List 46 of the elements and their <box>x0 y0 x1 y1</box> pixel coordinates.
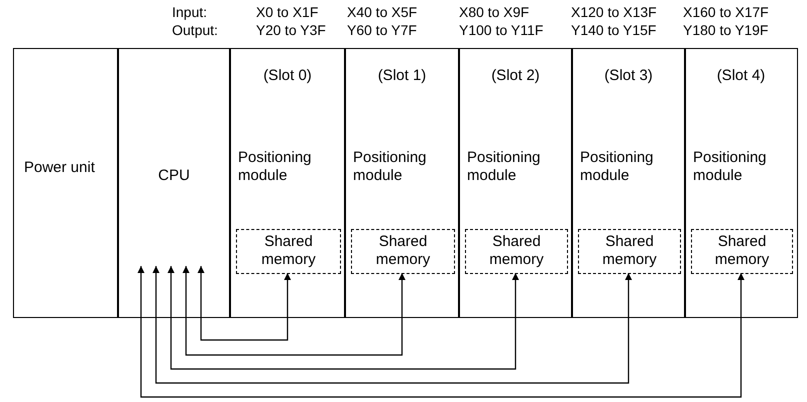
address-range-label: X160 to X17F <box>683 4 769 20</box>
memory-label: Shared memory <box>601 233 658 269</box>
address-range-label: X80 to X9F <box>459 4 530 20</box>
slot-number-label: (Slot 1) <box>376 67 428 85</box>
arrow <box>182 266 406 356</box>
module-label: Positioning module <box>693 149 768 185</box>
address-range-label: Y60 to Y7F <box>347 22 417 38</box>
arrow <box>138 266 744 398</box>
arrow <box>198 266 291 341</box>
module-label: Positioning module <box>580 149 654 185</box>
module-label: Positioning module <box>353 149 428 185</box>
module-slot-block <box>229 48 346 318</box>
arrow <box>152 266 632 384</box>
shared-memory-box <box>236 229 341 274</box>
power-unit-label: Power unit <box>24 159 96 177</box>
shared-memory-box <box>691 229 793 274</box>
address-range-label: Y180 to Y19F <box>683 22 768 38</box>
memory-label: Shared memory <box>260 233 317 269</box>
slot-number-label: (Slot 0) <box>262 67 313 85</box>
cpu-label: CPU <box>157 167 191 185</box>
address-range-label: Y140 to Y15F <box>571 22 656 38</box>
arrow <box>168 266 519 370</box>
power-unit-block <box>13 48 119 318</box>
slot-number-label: (Slot 2) <box>490 67 541 85</box>
slot-number-label: (Slot 4) <box>716 67 766 85</box>
module-slot-block <box>684 48 798 318</box>
address-range-label: X40 to X5F <box>347 4 418 20</box>
address-range-label: Y20 to Y3F <box>256 22 326 38</box>
module-label: Positioning module <box>467 149 542 185</box>
module-slot-block <box>344 48 460 318</box>
io-type-label: Output: <box>172 22 218 38</box>
shared-memory-box <box>578 229 681 274</box>
memory-label: Shared memory <box>374 233 432 269</box>
cpu-block <box>117 48 231 318</box>
address-range-label: X0 to X1F <box>256 4 318 20</box>
module-slot-block <box>571 48 686 318</box>
memory-label: Shared memory <box>488 233 545 269</box>
address-range-label: X120 to X13F <box>571 4 657 20</box>
slot-number-label: (Slot 3) <box>603 67 654 85</box>
module-slot-block <box>458 48 573 318</box>
module-label: Positioning module <box>238 149 312 185</box>
shared-memory-box <box>351 229 455 274</box>
shared-memory-box <box>465 229 568 274</box>
address-range-label: Y100 to Y11F <box>459 22 544 38</box>
io-type-label: Input: <box>172 4 208 20</box>
memory-label: Shared memory <box>714 233 770 269</box>
